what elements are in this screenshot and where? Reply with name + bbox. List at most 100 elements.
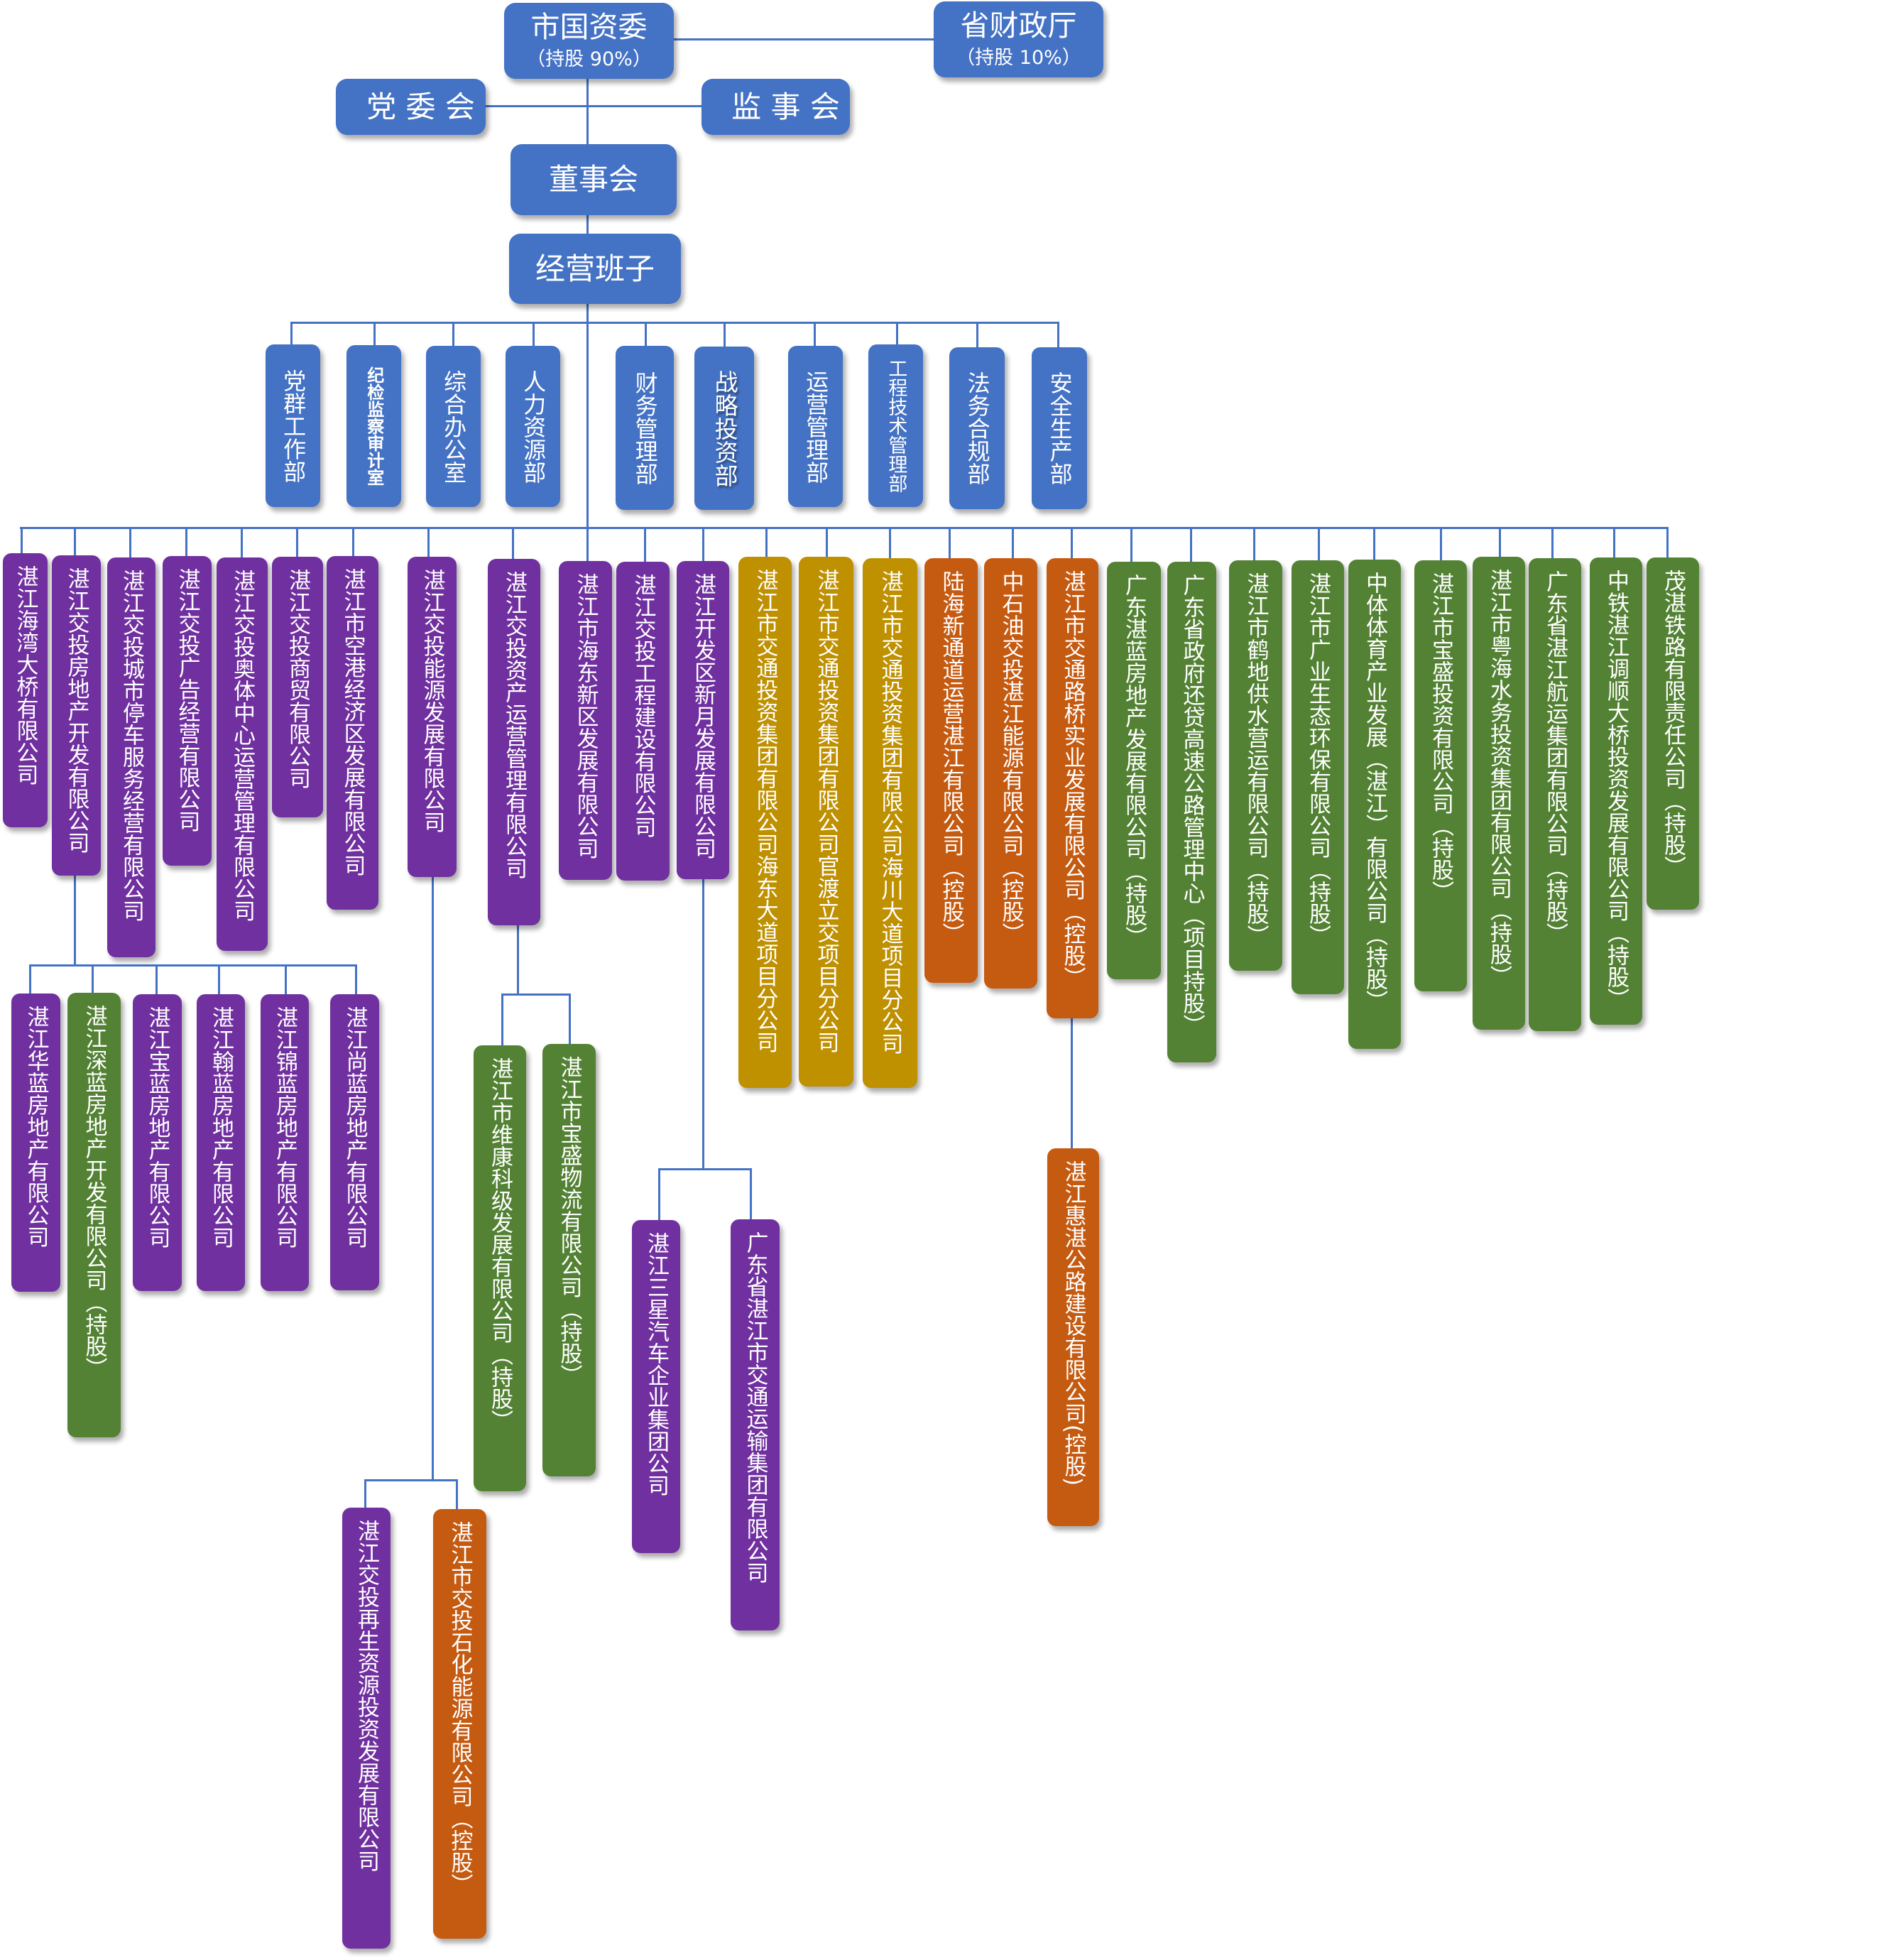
subsidiary-node: 湛江交投资产运营管理有限公司 bbox=[488, 559, 540, 925]
connector-line bbox=[569, 994, 571, 1044]
connector-line bbox=[427, 528, 430, 557]
connector-line bbox=[814, 322, 816, 346]
connector-line bbox=[29, 965, 31, 993]
subsidiary-node: 湛江市鹤地供水营运有限公司（持股） bbox=[1229, 560, 1282, 971]
connector-line bbox=[976, 322, 978, 347]
department-node: 战略投资部 bbox=[694, 347, 754, 510]
shareholding-ratio: （持股 10%） bbox=[956, 46, 1081, 69]
subsidiary-node: 湛江市粤海水务投资集团有限公司（持股） bbox=[1473, 557, 1525, 1030]
subsidiary-node: 湛江交投商贸有限公司 bbox=[272, 557, 323, 817]
node-label: 湛江交投奥体中心运营管理有限公司 bbox=[229, 570, 256, 922]
node-label: 法务合规部 bbox=[963, 371, 991, 485]
node-label: 安全生产部 bbox=[1046, 371, 1074, 485]
sub-subsidiary-node: 广东省湛江市交通运输集团有限公司 bbox=[731, 1219, 780, 1630]
connector-line bbox=[512, 528, 514, 559]
department-node: 法务合规部 bbox=[949, 347, 1005, 509]
connector-line bbox=[724, 322, 726, 347]
department-node: 人力资源部 bbox=[506, 346, 560, 507]
node-label: 湛江开发区新月发展有限公司 bbox=[690, 573, 716, 859]
management-team-node: 经营班子 bbox=[509, 234, 681, 304]
department-node: 综合办公室 bbox=[426, 346, 481, 507]
subsidiary-node: 湛江交投广告经营有限公司 bbox=[163, 556, 212, 866]
subsidiary-node: 湛江市广业生态环保有限公司（持股） bbox=[1292, 560, 1344, 994]
connector-line bbox=[296, 528, 298, 557]
subsidiary-node: 湛江交投能源发展有限公司 bbox=[408, 557, 457, 877]
sub-subsidiary-node: 湛江交投再生资源投资发展有限公司 bbox=[342, 1508, 391, 1949]
department-node: 财务管理部 bbox=[616, 346, 674, 510]
connector-line bbox=[674, 38, 934, 40]
connector-line bbox=[1130, 528, 1132, 562]
connector-line bbox=[373, 322, 376, 345]
board-of-directors-node: 董事会 bbox=[511, 144, 677, 215]
node-label: 经营班子 bbox=[535, 251, 655, 286]
connector-line bbox=[290, 322, 1059, 324]
node-label: 广东湛蓝房地产发展有限公司（持股） bbox=[1121, 574, 1147, 948]
subsidiary-node: 湛江交投工程建设有限公司 bbox=[616, 562, 670, 881]
department-node: 安全生产部 bbox=[1032, 347, 1087, 509]
node-label: 财务管理部 bbox=[631, 371, 659, 485]
node-label: 党群工作部 bbox=[280, 369, 307, 483]
node-label: 湛江市交通路桥实业发展有限公司（控股） bbox=[1059, 570, 1086, 989]
node-label: 中体体育产业发展（湛江）有限公司（持股） bbox=[1362, 572, 1388, 1012]
connector-line bbox=[1373, 528, 1375, 560]
connector-line bbox=[452, 322, 454, 346]
sub-subsidiary-node: 湛江锦蓝房地产有限公司 bbox=[261, 994, 309, 1291]
connector-line bbox=[355, 965, 357, 994]
connector-line bbox=[92, 965, 94, 993]
node-label: 湛江交投工程建设有限公司 bbox=[630, 574, 656, 838]
connector-line bbox=[290, 322, 293, 344]
connector-line bbox=[1071, 528, 1073, 558]
connector-line bbox=[1666, 528, 1669, 557]
supervisory-board-node: 监 事 会 bbox=[701, 79, 850, 135]
connector-line bbox=[586, 215, 589, 234]
sub-subsidiary-node: 湛江翰蓝房地产有限公司 bbox=[197, 994, 245, 1291]
node-label: 中铁湛江调顺大桥投资发展有限公司（持股） bbox=[1603, 570, 1629, 1010]
sub-subsidiary-node: 湛江市交投石化能源有限公司（控股） bbox=[433, 1509, 486, 1939]
connector-line bbox=[20, 527, 1669, 529]
connector-line bbox=[1253, 528, 1255, 560]
connector-line bbox=[702, 528, 704, 561]
node-label: 湛江海湾大桥有限公司 bbox=[12, 565, 38, 785]
node-label: 湛江市交通投资集团有限公司海东大道项目分公司 bbox=[752, 569, 778, 1053]
node-label: 湛江尚蓝房地产有限公司 bbox=[342, 1006, 368, 1248]
branch-company-node: 湛江市交通投资集团有限公司海东大道项目分公司 bbox=[738, 557, 792, 1088]
node-label: 监 事 会 bbox=[731, 89, 840, 124]
shareholder-name: 省财政厅 bbox=[960, 8, 1077, 43]
connector-line bbox=[486, 105, 701, 107]
node-label: 湛江市海东新区发展有限公司 bbox=[572, 573, 599, 859]
subsidiary-node: 湛江市宝盛投资有限公司（持股） bbox=[1414, 560, 1467, 991]
node-label: 广东省湛江市交通运输集团有限公司 bbox=[742, 1231, 768, 1584]
subsidiary-node: 湛江开发区新月发展有限公司 bbox=[677, 561, 729, 879]
node-label: 茂湛铁路有限责任公司（持股） bbox=[1660, 570, 1686, 878]
department-node: 党群工作部 bbox=[266, 344, 320, 507]
connector-line bbox=[241, 528, 243, 557]
node-label: 湛江华蓝房地产有限公司 bbox=[23, 1006, 49, 1248]
connector-line bbox=[702, 879, 704, 1169]
connector-line bbox=[765, 528, 768, 557]
connector-line bbox=[1190, 528, 1192, 562]
connector-line bbox=[896, 322, 898, 344]
node-label: 湛江市鹤地供水营运有限公司（持股） bbox=[1243, 572, 1269, 947]
connector-line bbox=[1613, 528, 1615, 557]
shareholder-node: 省财政厅 （持股 10%） bbox=[934, 1, 1103, 77]
node-label: 湛江交投资产运营管理有限公司 bbox=[501, 571, 528, 879]
connector-line bbox=[352, 528, 354, 556]
connector-line bbox=[1499, 528, 1501, 557]
node-label: 湛江翰蓝房地产有限公司 bbox=[208, 1006, 234, 1248]
connector-line bbox=[185, 528, 187, 556]
sub-subsidiary-node: 湛江宝蓝房地产有限公司 bbox=[133, 994, 182, 1291]
node-label: 战略投资部 bbox=[711, 369, 739, 487]
sub-subsidiary-node: 湛江市维康科级发展有限公司（持股） bbox=[474, 1045, 526, 1491]
node-label: 湛江交投广告经营有限公司 bbox=[174, 568, 200, 832]
connector-line bbox=[456, 1480, 458, 1509]
shareholder-name: 市国资委 bbox=[530, 9, 648, 44]
node-label: 董事会 bbox=[548, 162, 638, 197]
connector-line bbox=[29, 964, 357, 967]
node-label: 湛江市交投石化能源有限公司（控股） bbox=[447, 1521, 473, 1895]
connector-line bbox=[826, 528, 828, 557]
node-label: 湛江三星汽车企业集团公司 bbox=[643, 1232, 670, 1496]
connector-line bbox=[21, 528, 23, 553]
connector-line bbox=[364, 1479, 458, 1481]
node-label: 湛江市宝盛投资有限公司（持股） bbox=[1428, 572, 1454, 903]
